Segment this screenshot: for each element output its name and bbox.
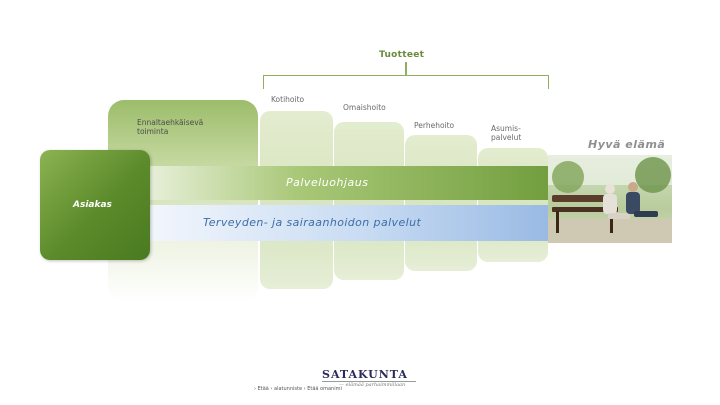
- photo-person-woman-legs: [608, 213, 630, 219]
- client-box: [40, 150, 150, 260]
- photo-bench-leg-right: [610, 211, 613, 233]
- photo-person-man-legs: [634, 211, 658, 217]
- label-family-care: Omaishoito: [343, 103, 386, 112]
- satakunta-logo: SATAKUNTA: [322, 368, 408, 381]
- service-guidance-arrow: [150, 166, 570, 200]
- photo-tree-right: [635, 157, 671, 193]
- service-guidance-arrow-shape: [150, 166, 570, 200]
- elderly-couple-photo: [548, 155, 672, 243]
- label-housing: Asumis- palvelut: [491, 124, 541, 142]
- label-preventive-line1: Ennaltaehkäisevä: [137, 118, 204, 127]
- photo-bench-seat: [552, 207, 618, 212]
- label-preventive: Ennaltaehkäisevä toiminta: [137, 118, 203, 136]
- products-label: Tuotteet: [379, 50, 425, 60]
- logo-divider: [322, 381, 416, 382]
- bracket-stem: [405, 62, 407, 76]
- service-guidance-label: Palveluohjaus: [286, 176, 369, 189]
- footer-text: › Etää › alatunniste › Etää omanimi: [254, 386, 342, 392]
- client-label: Asiakas: [73, 200, 112, 210]
- photo-person-woman-body: [603, 194, 617, 214]
- health-services-arrow-shape: [150, 205, 570, 241]
- label-home-care: Kotihoito: [271, 95, 305, 104]
- label-housing-line1: Asumis-: [491, 124, 521, 133]
- photo-person-man-head: [628, 182, 638, 192]
- products-bracket: [263, 75, 549, 89]
- health-services-label: Terveyden- ja sairaanhoidon palvelut: [203, 216, 422, 229]
- photo-tree-left: [552, 161, 584, 193]
- column-family-care: [334, 122, 404, 280]
- column-foster-care: [405, 135, 477, 271]
- good-life-label: Hyvä elämä: [588, 138, 666, 151]
- photo-bench-leg-left: [556, 211, 559, 233]
- photo-person-woman-head: [605, 184, 615, 194]
- label-preventive-line2: toiminta: [137, 127, 169, 136]
- logo-tagline: — elämää parhaimmillaan: [339, 382, 406, 388]
- label-housing-line2: palvelut: [491, 133, 522, 142]
- health-services-arrow: [150, 205, 570, 241]
- label-foster-care: Perhehoito: [414, 121, 455, 130]
- photo-bench-back: [552, 195, 612, 202]
- photo-person-man-body: [626, 192, 640, 214]
- column-home-care: [260, 111, 333, 289]
